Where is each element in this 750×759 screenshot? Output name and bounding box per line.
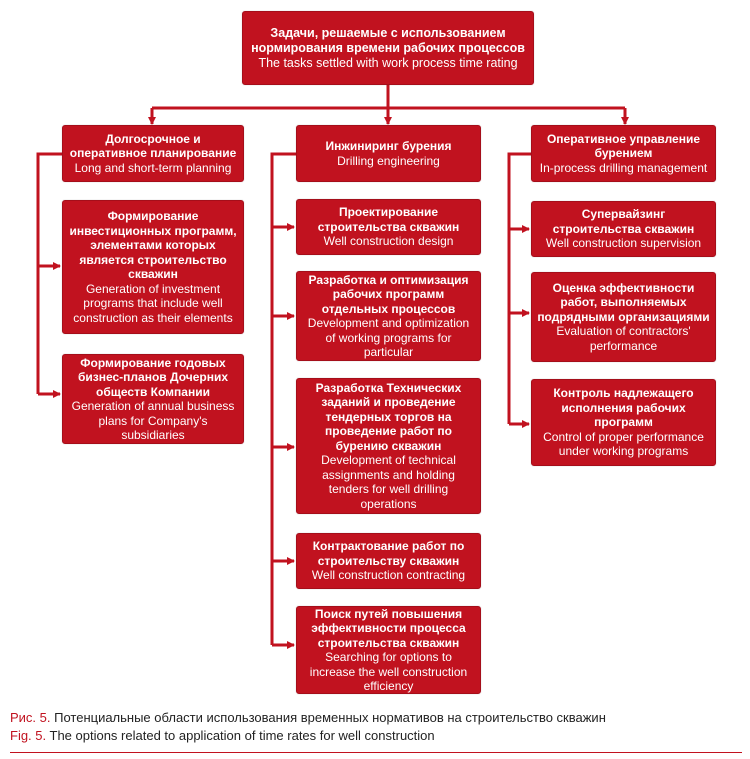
investment-programs-en: Generation of investment programs that i… [73, 281, 233, 325]
management-header-box: Оперативное управление бурением In-proce… [531, 125, 716, 182]
engineering-header-box: Инжиниринг бурения Drilling engineering [296, 125, 481, 182]
supervision-en: Well construction supervision [545, 236, 702, 251]
engineering-header-en: Drilling engineering [337, 153, 440, 168]
figure-label-ru: Рис. 5. [10, 710, 51, 725]
efficiency-box: Поиск путей повышения эффективности проц… [296, 606, 481, 694]
business-plans-box: Формирование годовых бизнес-планов Дочер… [62, 354, 244, 444]
supervision-box: Супервайзинг строительства скважин Well … [531, 201, 716, 257]
efficiency-ru: Поиск путей повышения эффективности проц… [311, 606, 466, 650]
top-title-ru: Задачи, решаемые с использованием нормир… [251, 25, 525, 55]
figure-text-ru: Потенциальные области использования врем… [50, 710, 606, 725]
working-programs-box: Разработка и оптимизация рабочих програм… [296, 271, 481, 361]
management-header-en: In-process drilling management [539, 160, 708, 175]
top-title-en: The tasks settled with work process time… [258, 55, 518, 70]
figure-label-en: Fig. 5. [10, 728, 47, 743]
efficiency-en: Searching for options to increase the we… [309, 650, 468, 693]
tenders-ru: Разработка Технических заданий и проведе… [315, 380, 462, 453]
contracting-ru: Контрактование работ по строительству ск… [312, 539, 465, 568]
tenders-box: Разработка Технических заданий и проведе… [296, 378, 481, 514]
contractors-evaluation-ru: Оценка эффективности работ, выполняемых … [537, 280, 710, 324]
planning-header-en: Long and short-term planning [74, 160, 232, 175]
figure-text-en: The options related to application of ti… [46, 728, 435, 743]
investment-programs-box: Формирование инвестиционных программ, эл… [62, 200, 244, 334]
planning-header-ru: Долгосрочное и оперативное планирование [69, 131, 237, 161]
supervision-ru: Супервайзинг строительства скважин [552, 207, 695, 236]
contracting-box: Контрактование работ по строительству ск… [296, 533, 481, 589]
well-design-box: Проектирование строительства скважин Wel… [296, 199, 481, 255]
proper-performance-box: Контроль надлежащего исполнения рабочих … [531, 379, 716, 466]
well-design-en: Well construction design [323, 234, 454, 249]
well-design-ru: Проектирование строительства скважин [317, 205, 460, 234]
management-header-ru: Оперативное управление бурением [546, 131, 701, 161]
business-plans-ru: Формирование годовых бизнес-планов Дочер… [77, 355, 229, 399]
planning-header-box: Долгосрочное и оперативное планирование … [62, 125, 244, 182]
working-programs-ru: Разработка и оптимизация рабочих програм… [308, 272, 469, 316]
figure-caption-en: Fig. 5. The options related to applicati… [10, 727, 435, 744]
investment-programs-ru: Формирование инвестиционных программ, эл… [69, 209, 237, 281]
right-spine [507, 152, 531, 424]
caption-divider [10, 752, 742, 753]
contracting-en: Well construction contracting [311, 568, 466, 583]
business-plans-en: Generation of annual business plans for … [71, 399, 235, 442]
working-programs-en: Development and optimization of working … [307, 316, 470, 359]
contractors-evaluation-box: Оценка эффективности работ, выполняемых … [531, 272, 716, 362]
proper-performance-en: Control of proper performance under work… [543, 429, 704, 459]
top-box: Задачи, решаемые с использованием нормир… [242, 11, 534, 85]
middle-spine [270, 152, 296, 645]
figure-caption-ru: Рис. 5. Потенциальные области использова… [10, 709, 606, 726]
tenders-en: Development of technical assignments and… [321, 453, 456, 511]
left-spine [36, 152, 62, 394]
engineering-header-ru: Инжиниринг бурения [325, 139, 452, 153]
contractors-evaluation-en: Evaluation of contractors' performance [556, 324, 691, 353]
proper-performance-ru: Контроль надлежащего исполнения рабочих … [553, 386, 694, 430]
